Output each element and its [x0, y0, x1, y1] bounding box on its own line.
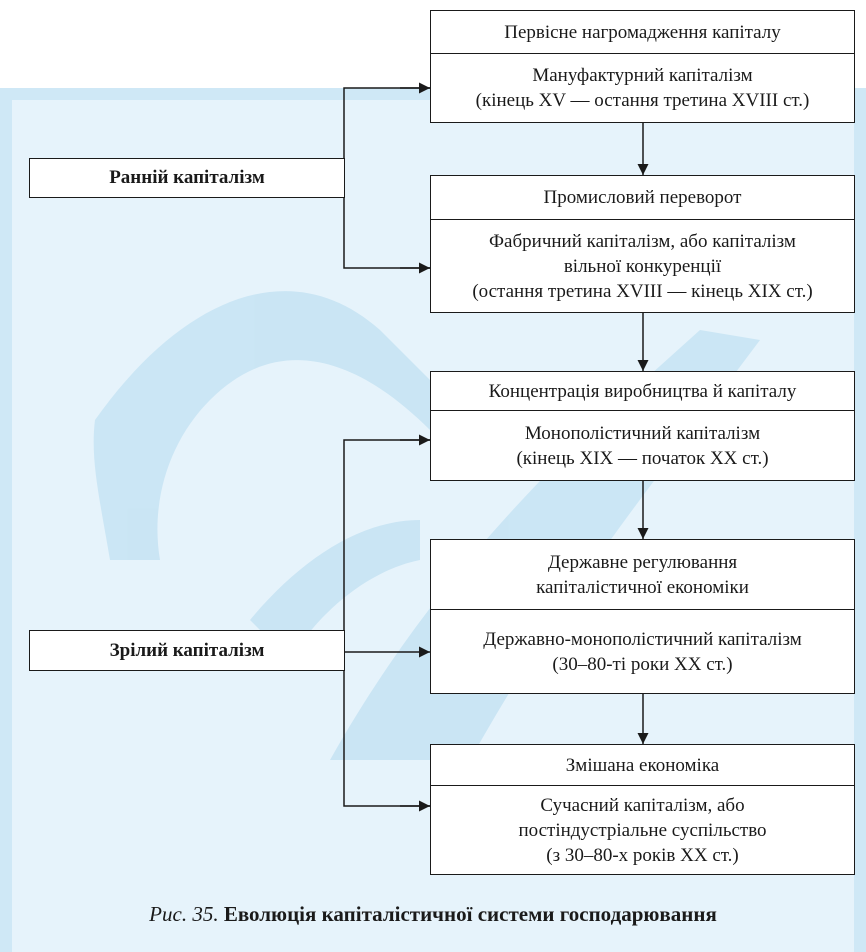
stage-2-box: Промисловий переворот Фабричний капіталі… — [430, 175, 855, 313]
stage-1-header: Первісне нагромадження капіталу — [431, 11, 854, 53]
figure-title: Еволюція капіталістичної системи господа… — [223, 902, 717, 926]
stage-5-name-line1: Сучасний капіталізм, або — [540, 794, 745, 816]
stage-5-header: Змішана економіка — [431, 745, 854, 785]
early-capitalism-text: Ранній капіталізм — [109, 167, 265, 188]
stage-4-box: Державне регулювання капіталістичної еко… — [430, 539, 855, 694]
stage-5-header-text: Змішана економіка — [565, 754, 720, 776]
stage-1-period: (кінець XV — остання третина XVIII ст.) — [475, 90, 810, 111]
stage-5-body: Сучасний капіталізм, або постіндустріаль… — [431, 785, 854, 874]
early-capitalism-label: Ранній капіталізм — [29, 158, 345, 198]
stage-1-name: Мануфактурний капіталізм — [532, 65, 753, 86]
early-bracket — [343, 87, 430, 269]
mature-capitalism-text: Зрілий капіталізм — [109, 639, 265, 661]
stage-2-name-line1: Фабричний капіталізм, або капіталізм — [489, 230, 796, 252]
stage-2-body: Фабричний капіталізм, або капіталізм віл… — [431, 219, 854, 312]
stage-2-name-line2: вільної конкуренції — [563, 255, 722, 277]
stage-3-header-text: Концентрація виробництва й капіталу — [488, 380, 797, 402]
figure-number: Рис. 35. — [149, 902, 219, 926]
stage-4-header: Державне регулювання капіталістичної еко… — [431, 540, 854, 609]
stage-4-period: (30–80-ті роки XX ст.) — [552, 653, 733, 675]
stage-3-header: Концентрація виробництва й капіталу — [431, 372, 854, 410]
stage-2-header-text: Промисловий переворот — [543, 187, 742, 208]
stage-4-name: Державно-монополістичний капіталізм — [483, 628, 802, 650]
stage-1-body: Мануфактурний капіталізм (кінець XV — ос… — [431, 53, 854, 122]
stage-1-header-text: Первісне нагромадження капіталу — [504, 21, 781, 43]
mature-capitalism-label: Зрілий капіталізм — [29, 630, 345, 671]
stage-4-header-line1: Державне регулювання — [547, 551, 738, 573]
stage-4-header-line2: капіталістичної економіки — [536, 576, 749, 598]
stage-2-header: Промисловий переворот — [431, 176, 854, 219]
stage-5-period: (з 30–80-х років XX ст.) — [546, 844, 739, 866]
stage-3-name: Монополістичний капіталізм — [524, 422, 761, 444]
figure-caption: Рис. 35. Еволюція капіталістичної систем… — [0, 902, 866, 927]
stage-1-box: Первісне нагромадження капіталу Мануфакт… — [430, 10, 855, 123]
stage-3-period: (кінець XIX — початок XX ст.) — [516, 447, 769, 469]
stage-5-name-line2: постіндустріальне суспільство — [518, 819, 767, 841]
stage-3-body: Монополістичний капіталізм (кінець XIX —… — [431, 410, 854, 480]
stage-2-period: (остання третина XVIII — кінець XIX ст.) — [472, 280, 813, 302]
mature-bracket — [343, 439, 430, 807]
stage-5-box: Змішана економіка Сучасний капіталізм, а… — [430, 744, 855, 875]
stage-3-box: Концентрація виробництва й капіталу Моно… — [430, 371, 855, 481]
stage-4-body: Державно-монополістичний капіталізм (30–… — [431, 609, 854, 693]
